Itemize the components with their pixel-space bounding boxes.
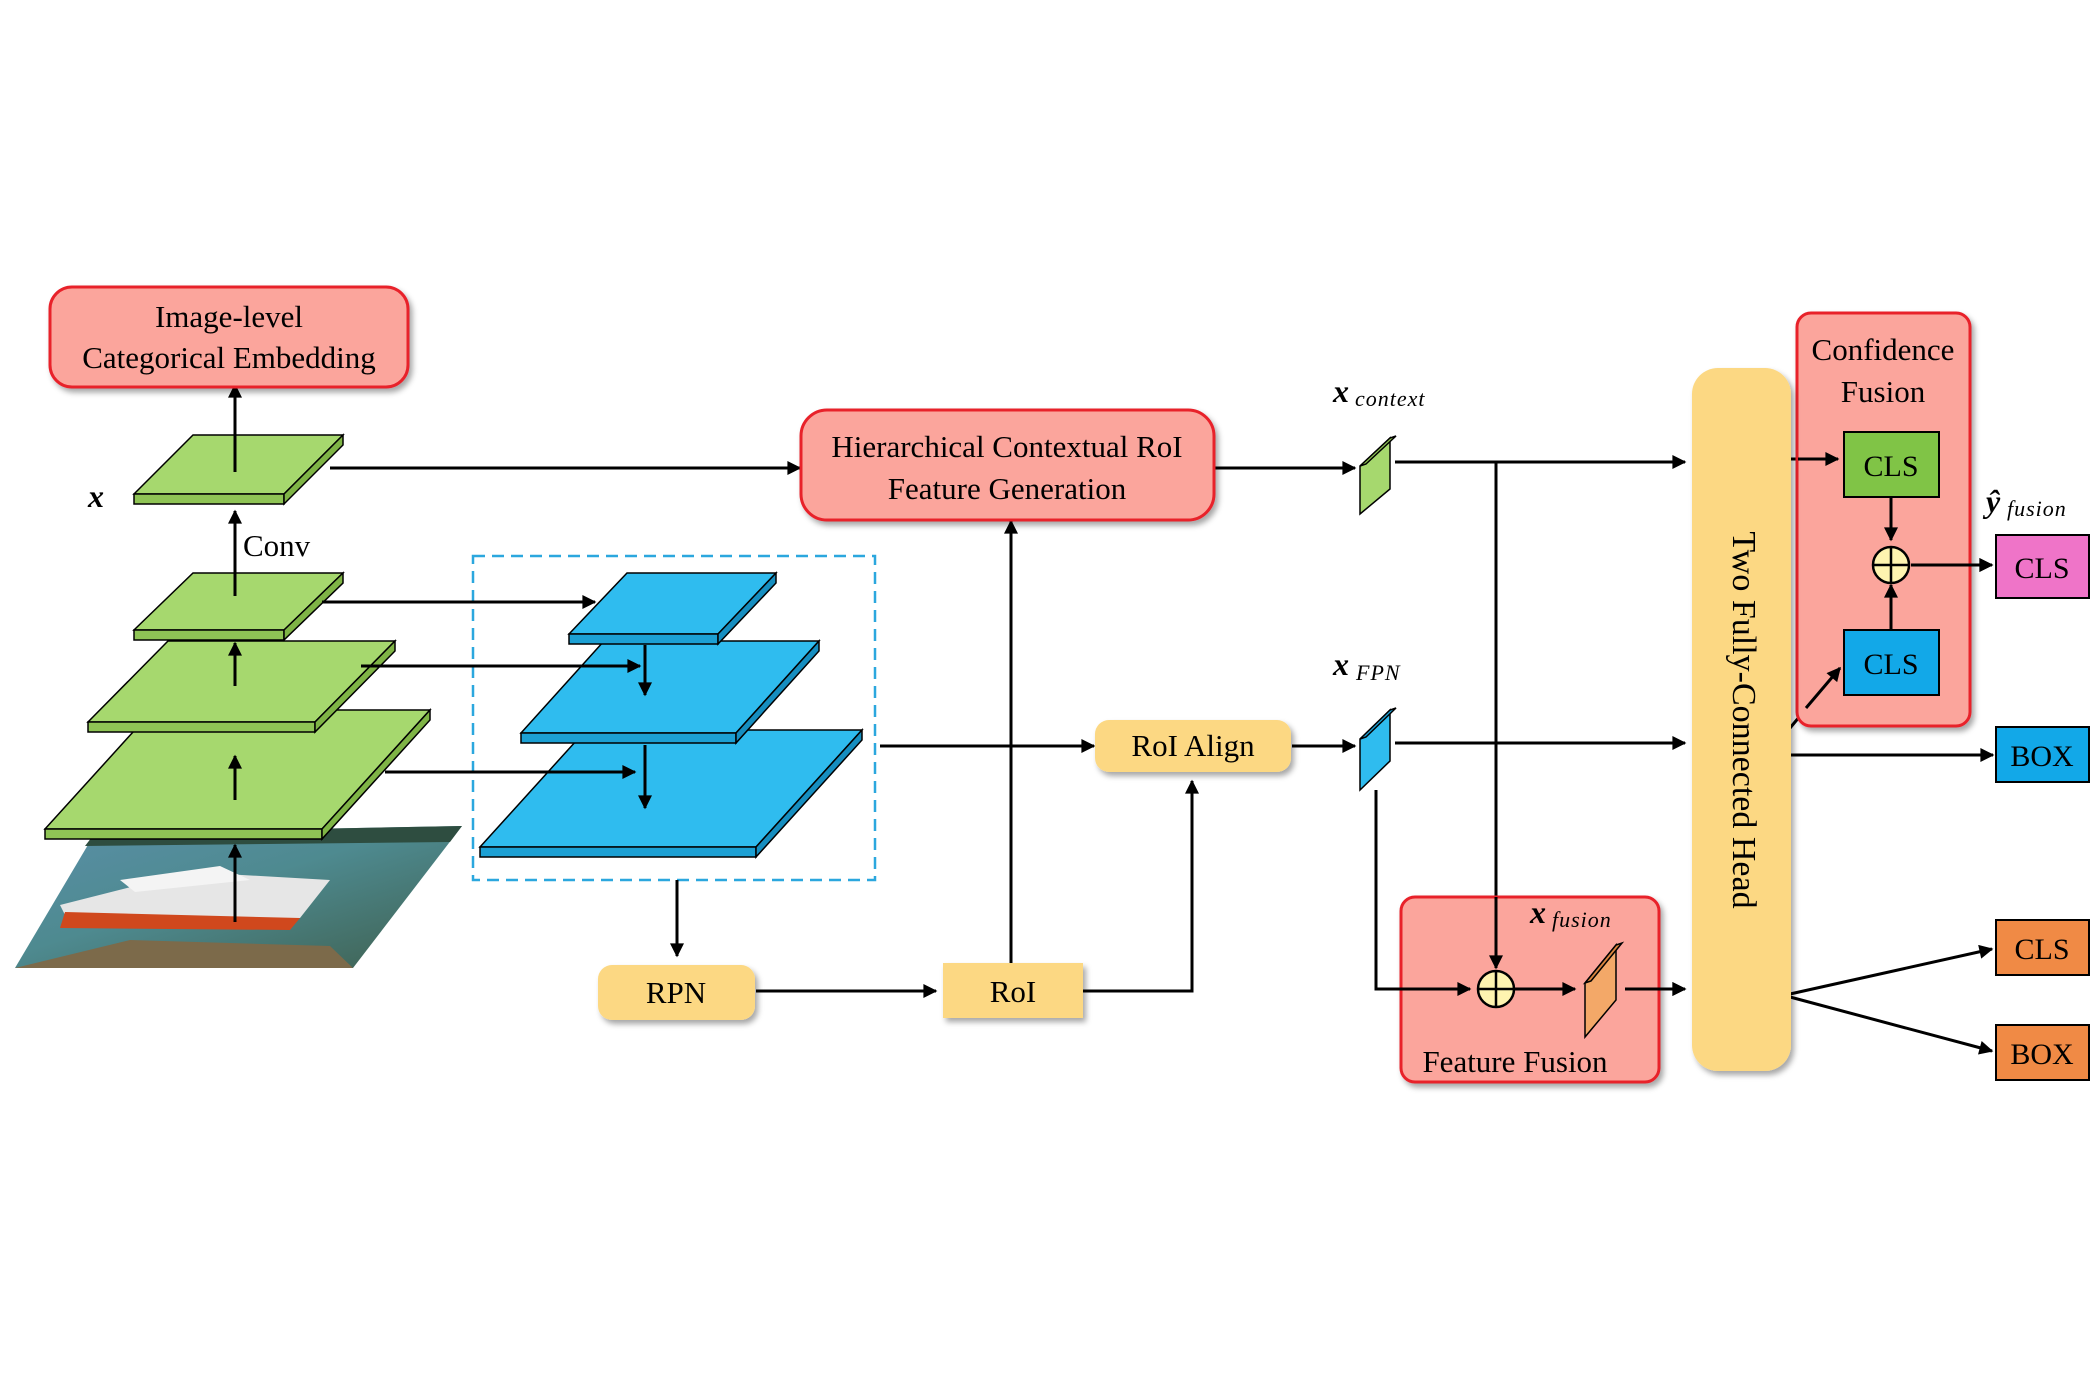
confidence-fusion-line2: Fusion xyxy=(1841,374,1926,409)
fusion-plus-icon xyxy=(1476,969,1516,1009)
fpn-dashed-box xyxy=(471,554,877,882)
x-context-label: x context xyxy=(1332,373,1426,411)
connections xyxy=(228,383,1995,1055)
x-fusion-slab xyxy=(1582,941,1625,1040)
hier-context-line1: Hierarchical Contextual RoI xyxy=(831,429,1182,464)
x-fpn-label: x FPN xyxy=(1332,646,1401,685)
x-fusion-sub: fusion xyxy=(1552,907,1612,932)
inner-connections xyxy=(1374,452,1994,996)
y-fusion-label: ŷ fusion xyxy=(1982,483,2067,521)
hierarchical-context-box: Hierarchical Contextual RoI Feature Gene… xyxy=(799,408,1216,522)
input-image xyxy=(15,826,462,968)
box-orange-box: BOX xyxy=(1995,1024,2090,1081)
box-orange-label: BOX xyxy=(2010,1038,2074,1071)
image-level-embedding-box: Image-level Categorical Embedding xyxy=(48,285,410,389)
fusion-cls-label: CLS xyxy=(2014,552,2069,585)
cls-orange-label: CLS xyxy=(2014,933,2069,966)
x-fpn-sub: FPN xyxy=(1355,660,1401,685)
feature-map-x xyxy=(132,433,345,506)
x-fusion-label: x fusion xyxy=(1529,894,1612,932)
rpn-box: RPN xyxy=(598,965,755,1020)
image-embedding-line2: Categorical Embedding xyxy=(82,340,376,375)
x-context-slab xyxy=(1359,435,1397,516)
rpn-label: RPN xyxy=(646,975,706,1010)
backbone-level-1 xyxy=(43,708,432,841)
conf-cls-bottom-box: CLS xyxy=(1843,629,1940,696)
fpn-level-3 xyxy=(567,571,778,646)
x-fpn-base: x xyxy=(1332,646,1349,682)
x-context-sub: context xyxy=(1355,386,1426,411)
conf-cls-top-box: CLS xyxy=(1843,431,1940,498)
conf-cls-bottom-label: CLS xyxy=(1863,648,1918,681)
y-fusion-base: ŷ xyxy=(1982,483,2001,519)
confidence-fusion-box: Confidence Fusion xyxy=(1795,311,1972,728)
x-fusion-base: x xyxy=(1529,894,1546,930)
conf-cls-top-label: CLS xyxy=(1863,450,1918,483)
fpn-level-1 xyxy=(478,728,864,859)
image-embedding-line1: Image-level xyxy=(155,299,303,334)
fpn-pyramid xyxy=(478,571,864,859)
cls-orange-box: CLS xyxy=(1995,919,2090,976)
fusion-cls-box: CLS xyxy=(1995,534,2090,599)
box-blue-box: BOX xyxy=(1995,726,2090,783)
conv-label: Conv xyxy=(243,528,311,563)
roi-align-label: RoI Align xyxy=(1131,728,1255,763)
feature-fusion-label: Feature Fusion xyxy=(1422,1044,1608,1079)
roi-box: RoI xyxy=(943,963,1083,1018)
x-main-label: x xyxy=(87,478,104,514)
backbone-level-3 xyxy=(132,571,345,642)
hier-context-line2: Feature Generation xyxy=(888,471,1127,506)
confidence-fusion-line1: Confidence xyxy=(1812,332,1955,367)
x-fpn-slab xyxy=(1359,707,1397,792)
y-fusion-sub: fusion xyxy=(2007,496,2067,521)
backbone-pyramid xyxy=(43,433,432,841)
backbone-level-2 xyxy=(86,639,397,734)
fc-head-label: Two Fully-Connected Head xyxy=(1725,531,1762,908)
fpn-level-2 xyxy=(519,639,821,745)
confidence-plus-icon xyxy=(1871,545,1911,585)
roi-label: RoI xyxy=(990,974,1037,1009)
fc-head-box: Two Fully-Connected Head xyxy=(1692,368,1791,1071)
box-blue-label: BOX xyxy=(2010,740,2074,773)
x-context-base: x xyxy=(1332,373,1349,409)
roi-align-box: RoI Align xyxy=(1095,720,1291,772)
